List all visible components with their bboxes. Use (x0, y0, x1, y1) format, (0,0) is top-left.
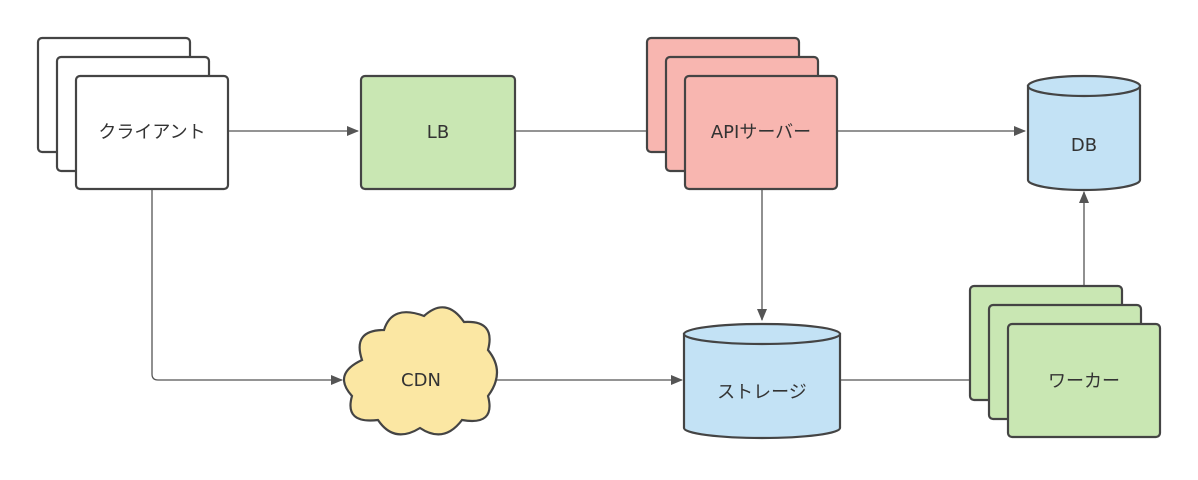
storage-label: ストレージ (717, 382, 807, 403)
cdn-cloud (342, 306, 499, 436)
db-cylinder-body (1026, 84, 1142, 192)
node-lb: LB (359, 74, 517, 191)
db-cylinder-top (1026, 74, 1142, 98)
node-client: クライアント (36, 36, 230, 191)
edge-client-to-cdn (151, 189, 343, 385)
db-label: DB (1071, 135, 1097, 156)
node-storage: ストレージ (682, 322, 842, 440)
api-label: APIサーバー (711, 122, 811, 143)
worker-box (1006, 322, 1162, 439)
lb-label: LB (427, 122, 449, 143)
node-worker: ワーカー (968, 284, 1162, 439)
edges (151, 126, 1089, 385)
node-cdn: CDN (342, 306, 499, 436)
cdn-label: CDN (401, 370, 441, 391)
client-label: クライアント (98, 122, 205, 143)
worker-label: ワーカー (1048, 371, 1120, 392)
node-db: DB (1026, 74, 1142, 192)
node-api-server: APIサーバー (645, 36, 839, 191)
api-box (683, 74, 839, 191)
client-box (74, 74, 230, 191)
storage-cylinder-body (682, 332, 842, 440)
lb-box (359, 74, 517, 191)
storage-cylinder-top (682, 322, 842, 346)
